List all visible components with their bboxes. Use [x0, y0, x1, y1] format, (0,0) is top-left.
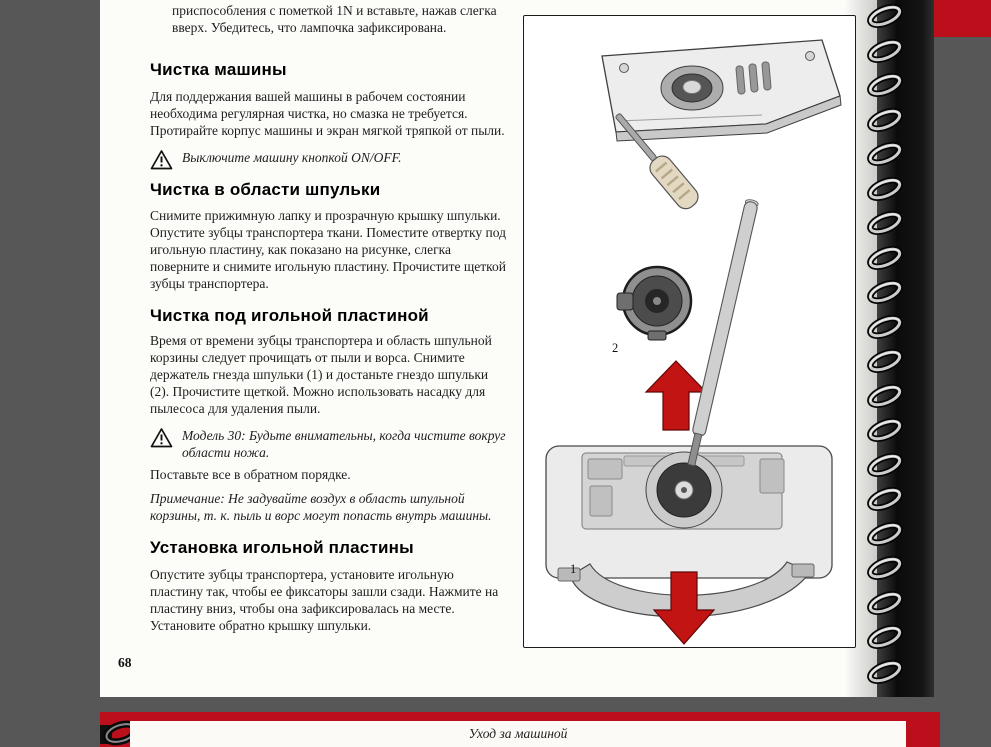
body-install-plate: Опустите зубцы транспортера, установите …: [150, 567, 499, 633]
heading-bobbin-area: Чистка в области шпульки: [150, 180, 381, 199]
spiral-binding: [854, 0, 918, 697]
needle-plate-illustration: [601, 39, 842, 142]
body-bobbin-area: Снимите прижимную лапку и прозрачную кры…: [150, 208, 507, 291]
binding-strip: [877, 0, 934, 697]
page-number: 68: [118, 655, 132, 670]
body-under-plate: Время от времени зубцы транспортера и об…: [150, 333, 492, 416]
heading-under-plate: Чистка под игольной пластиной: [150, 306, 429, 325]
figure-label-2: 2: [612, 341, 618, 355]
manual-page: приспособления с пометкой 1N и вставьте,…: [100, 0, 878, 697]
warning-icon: [150, 427, 173, 448]
warning-icon: [150, 149, 173, 170]
note-paragraph: Примечание: Не задувайте воздух в област…: [150, 491, 492, 523]
screwdriver-icon: [615, 113, 699, 210]
arrow-down-icon: [652, 571, 716, 645]
warning-power: Выключите машину кнопкой ON/OFF.: [150, 149, 508, 170]
next-page-preview: Уход за машиной: [100, 712, 940, 747]
next-page-sheet: Уход за машиной: [130, 721, 906, 747]
figure-label-1: 1: [570, 562, 576, 576]
heading-install-plate: Установка игольной пластины: [150, 538, 414, 557]
body-reassemble: Поставьте все в обратном порядке.: [150, 467, 351, 482]
text-column: приспособления с пометкой 1N и вставьте,…: [150, 0, 508, 634]
figure-illustration: 2 1: [545, 39, 842, 645]
bobbin-case-illustration: [616, 265, 693, 341]
figure-box: 2 1: [523, 15, 856, 648]
long-screwdriver-icon: [687, 199, 759, 467]
heading-cleaning: Чистка машины: [150, 60, 287, 79]
warning-model30-text: Модель 30: Будьте внимательны, когда чис…: [182, 428, 506, 460]
warning-model30: Модель 30: Будьте внимательны, когда чис…: [150, 427, 508, 461]
continued-paragraph: приспособления с пометкой 1N и вставьте,…: [172, 3, 497, 35]
warning-power-text: Выключите машину кнопкой ON/OFF.: [182, 150, 402, 165]
book-cover-corner: [934, 0, 991, 37]
body-cleaning: Для поддержания вашей машины в рабочем с…: [150, 89, 505, 138]
running-header: Уход за машиной: [468, 726, 568, 741]
machine-base-illustration: [545, 445, 833, 618]
